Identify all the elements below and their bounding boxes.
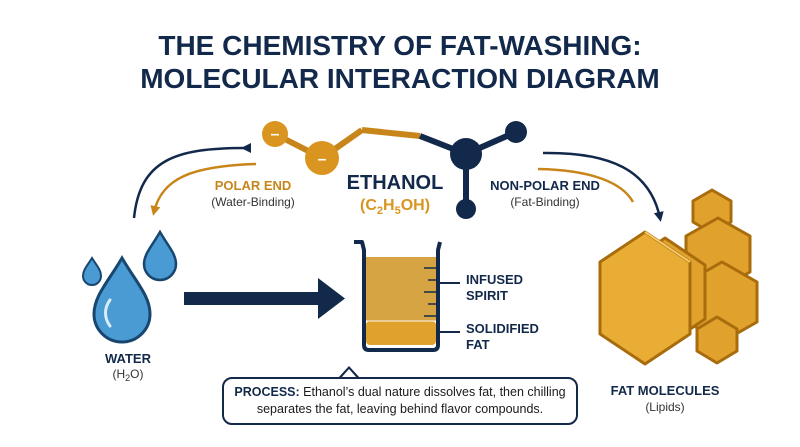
polar-end-label: POLAR END [215, 178, 292, 193]
ethanol-formula: (C2H5OH) [360, 197, 430, 217]
polar-end-sublabel: (Water-Binding) [211, 195, 295, 209]
water-formula: (H2O) [112, 367, 143, 383]
water-drop-icon [81, 256, 103, 286]
infused-spirit-label-line-2: SPIRIT [466, 288, 508, 303]
fat-molecules-sublabel: (Lipids) [645, 400, 684, 414]
charge-symbol: – [271, 126, 280, 143]
water-drop-icon [142, 229, 178, 282]
page-title-line-1: THE CHEMISTRY OF FAT-WASHING: [158, 30, 641, 61]
arrow-icon [184, 278, 345, 319]
solidified-fat-label-line-1: SOLIDIFIED [466, 321, 539, 336]
process-callout: PROCESS: Ethanol’s dual nature dissolves… [222, 377, 578, 425]
page-title-line-2: MOLECULAR INTERACTION DIAGRAM [140, 63, 660, 94]
charge-symbol: – [318, 151, 327, 168]
beaker-icon [354, 240, 460, 352]
curved-arrow-icon [132, 142, 664, 222]
water-label: WATER [105, 351, 152, 366]
hexagon-fat-icon [598, 188, 759, 366]
fat-molecules-label: FAT MOLECULES [611, 383, 720, 398]
solidified-fat-label-line-2: FAT [466, 337, 490, 352]
ethanol-label: ETHANOL [347, 172, 444, 194]
callout-pointer [338, 366, 360, 378]
process-text: Ethanol’s dual nature dissolves fat, the… [256, 385, 566, 416]
ethanol-molecule-icon [262, 121, 527, 219]
process-lead: PROCESS: [234, 385, 300, 399]
water-drop-icon [92, 255, 152, 344]
non-polar-end-label: NON-POLAR END [490, 178, 600, 193]
infused-spirit-label-line-1: INFUSED [466, 272, 523, 287]
non-polar-end-sublabel: (Fat-Binding) [510, 195, 579, 209]
